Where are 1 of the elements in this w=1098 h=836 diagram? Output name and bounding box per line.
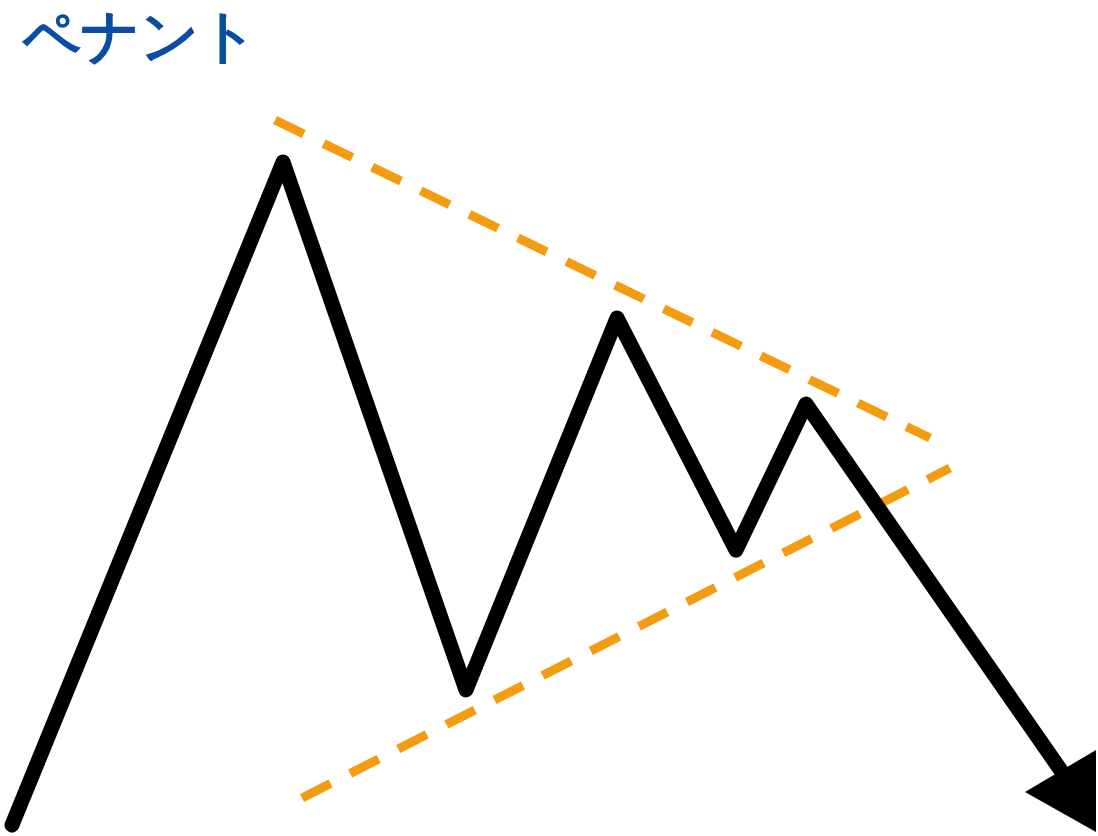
chart-title: ペナント [22,2,258,72]
